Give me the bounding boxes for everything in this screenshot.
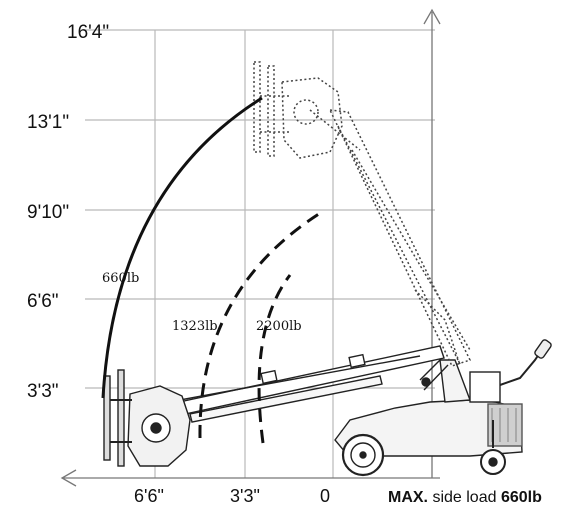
carriage-lowered	[103, 369, 191, 467]
boom-raised	[309, 109, 472, 367]
x-label-3-3: 3'3"	[230, 486, 260, 506]
x-label-0: 0	[320, 486, 330, 506]
y-label-9-10: 9'10"	[27, 202, 69, 223]
load-curve-660	[101, 96, 263, 399]
load-curves	[101, 96, 323, 444]
load-curve-1323	[198, 210, 323, 439]
y-label-3-3: 3'3"	[27, 381, 59, 402]
y-axis-arrow-icon	[423, 8, 441, 25]
y-label-6-6: 6'6"	[27, 291, 59, 312]
y-axis-labels: 16'4" 13'1" 9'10" 6'6" 3'3"	[27, 22, 109, 402]
y-label-16-4: 16'4"	[67, 22, 109, 43]
lift-machine	[334, 339, 552, 477]
axes	[60, 8, 441, 487]
load-label-1323: 1323lb	[172, 319, 218, 334]
x-axis-arrow-icon	[60, 469, 77, 487]
load-curve-2200	[257, 274, 292, 444]
load-label-660: 660lb	[102, 271, 139, 286]
carriage-raised	[253, 61, 343, 159]
max-side-load-label: MAX. side load 660lb	[388, 489, 542, 506]
load-labels: 660lb 1323lb 2200lb	[102, 271, 302, 334]
y-label-13-1: 13'1"	[27, 112, 69, 133]
x-axis-labels: 6'6" 3'3" 0	[134, 486, 330, 506]
load-label-2200: 2200lb	[256, 319, 302, 334]
x-label-6-6: 6'6"	[134, 486, 164, 506]
